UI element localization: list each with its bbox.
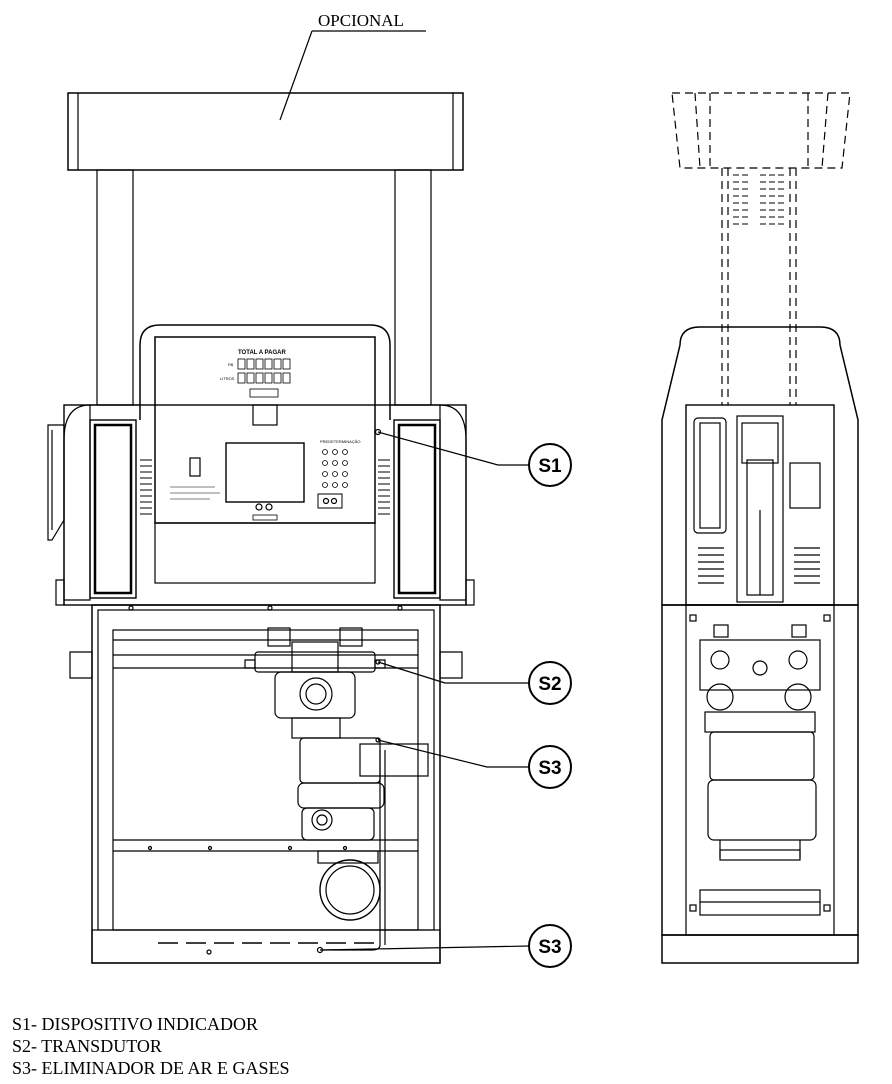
unit-price-display <box>249 388 279 398</box>
optional-leader: OPCIONAL <box>279 11 426 121</box>
keypad-buttons <box>317 493 343 509</box>
side-optional-canopy <box>671 92 851 405</box>
callout-s3-top: S3 <box>528 745 572 789</box>
callout-s2: S2 <box>528 661 572 705</box>
keypad-header: PREDETERMINAÇÃO <box>320 439 360 444</box>
front-view: OPCIONAL <box>47 11 531 964</box>
legend: S1- DISPOSITIVO INDICADOR S2- TRANSDUTOR… <box>12 1013 290 1079</box>
callout-s1: S1 <box>528 443 572 487</box>
callout-s1-label: S1 <box>538 456 562 477</box>
callout-s3-bottom: S3 <box>528 924 572 968</box>
callout-s3-bottom-label: S3 <box>538 937 561 958</box>
legend-item-s2: S2- TRANSDUTOR <box>12 1036 162 1056</box>
side-head <box>661 326 859 606</box>
legend-item-s3: S3- ELIMINADOR DE AR E GASES <box>12 1058 290 1078</box>
callout-s3-top-label: S3 <box>538 758 561 779</box>
side-view <box>661 92 859 964</box>
optional-label: OPCIONAL <box>318 11 404 30</box>
left-vents <box>140 459 152 515</box>
hydraulic-frame <box>69 604 463 964</box>
callout-s2-label: S2 <box>538 674 561 695</box>
legend-item-s1: S1- DISPOSITIVO INDICADOR <box>12 1014 259 1034</box>
display-panel: TOTAL A PAGAR R$ LITROS PREDETE <box>154 336 376 584</box>
display-currency: R$ <box>228 362 234 367</box>
receipt-slot <box>189 457 201 477</box>
screen <box>225 442 305 503</box>
side-column-vents <box>733 174 786 225</box>
volume-digits <box>237 372 291 384</box>
fuel-dispenser-drawing: OPCIONAL <box>47 11 859 968</box>
card-slot <box>252 404 278 426</box>
display-volume: LITROS <box>220 376 235 381</box>
pump-assembly <box>297 737 429 954</box>
head-housing <box>47 324 475 606</box>
keypad <box>322 449 348 488</box>
text-lines <box>170 486 220 500</box>
price-digits <box>237 358 291 370</box>
support-columns <box>96 169 432 406</box>
display-title: TOTAL A PAGAR <box>238 350 286 356</box>
transducer-assembly <box>244 627 386 739</box>
status-lights <box>255 503 273 511</box>
side-head-vents <box>698 547 820 584</box>
optional-canopy <box>67 92 464 171</box>
side-hydraulic <box>661 604 859 964</box>
callout-leaders <box>319 428 531 951</box>
brand-plate <box>252 514 278 521</box>
right-vents <box>378 459 390 515</box>
